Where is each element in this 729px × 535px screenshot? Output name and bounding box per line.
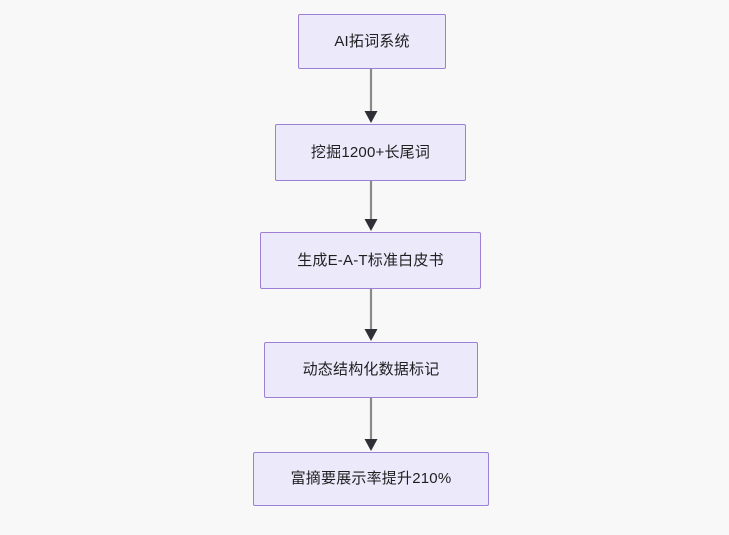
flowchart-node-label: 生成E-A-T标准白皮书	[297, 251, 444, 269]
flowchart-node-n4[interactable]: 动态结构化数据标记	[264, 342, 478, 398]
flowchart-edge-n2-n3	[358, 181, 384, 232]
flowchart-node-label: AI拓词系统	[334, 32, 410, 50]
flowchart-node-n5[interactable]: 富摘要展示率提升210%	[253, 452, 489, 506]
flowchart-node-n1[interactable]: AI拓词系统	[298, 14, 446, 69]
flowchart-edge-n1-n2	[358, 69, 384, 124]
flowchart-edge-n3-n4	[358, 289, 384, 342]
flowchart-node-n2[interactable]: 挖掘1200+长尾词	[275, 124, 466, 181]
flowchart-node-label: 富摘要展示率提升210%	[290, 470, 452, 487]
flowchart-node-label: 动态结构化数据标记	[302, 361, 440, 378]
flowchart-node-n3[interactable]: 生成E-A-T标准白皮书	[260, 232, 481, 289]
flowchart-node-label: 挖掘1200+长尾词	[310, 143, 431, 161]
flowchart-edge-n4-n5	[358, 398, 384, 452]
